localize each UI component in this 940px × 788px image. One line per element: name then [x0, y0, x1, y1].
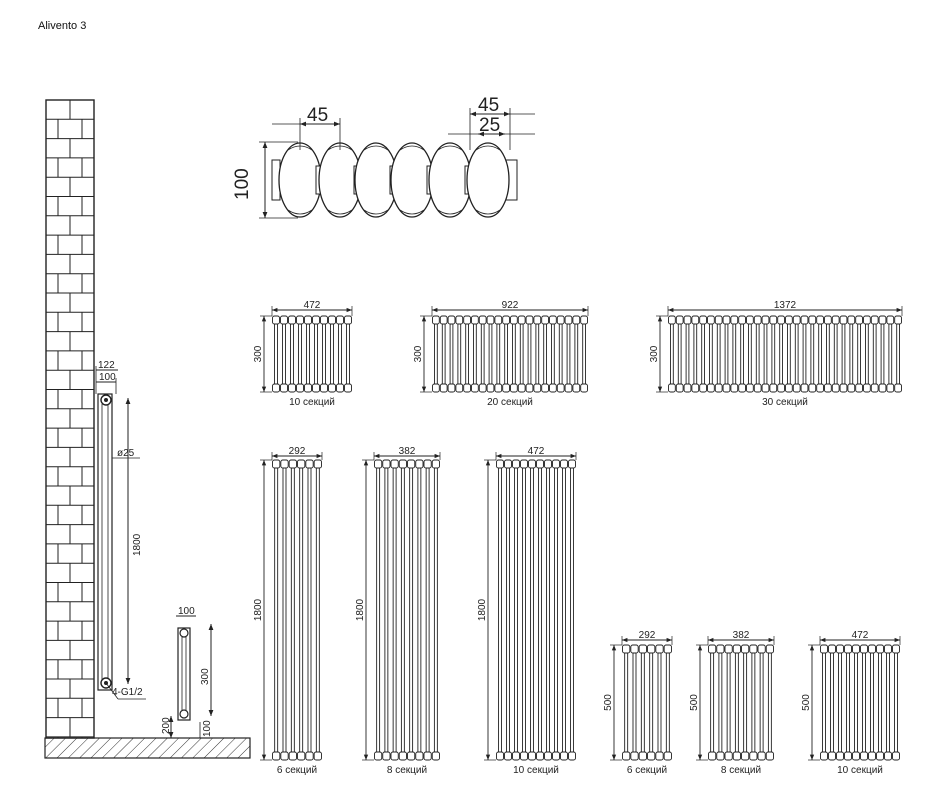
radiator-front-5: 382 1800 8 секций	[355, 446, 441, 776]
radiator-width-label: 292	[289, 446, 306, 457]
brick-wall	[45, 99, 95, 739]
radiator-front-3: 1372 300 30 секций	[649, 300, 903, 408]
section-width-2: 45	[478, 95, 499, 116]
radiator-height-label: 1800	[253, 598, 264, 621]
side-view-small: 100 300 200 100	[161, 606, 214, 738]
radiator-caption: 10 секций	[513, 765, 559, 776]
small-bottom: 100	[202, 720, 213, 737]
radiator-caption: 10 секций	[289, 397, 335, 408]
radiator-front-8: 382 500 8 секций	[689, 630, 775, 776]
section-width-1: 45	[307, 105, 328, 126]
radiator-height-label: 300	[413, 345, 424, 362]
radiator-width-label: 382	[399, 446, 416, 457]
radiator-caption: 8 секций	[721, 765, 761, 776]
radiator-height-label: 500	[689, 694, 700, 711]
radiator-height-label: 1800	[477, 598, 488, 621]
page-title: Alivento 3	[38, 20, 87, 32]
radiator-width-label: 292	[639, 630, 656, 641]
section-depth: 100	[232, 168, 253, 200]
side-height: 1800	[132, 533, 143, 556]
radiator-width-label: 472	[304, 300, 321, 311]
section-top-view: 45 45 25 100	[232, 95, 535, 219]
radiator-front-9: 472 500 10 секций	[801, 630, 901, 776]
radiator-caption: 30 секций	[762, 397, 808, 408]
radiator-caption: 6 секций	[627, 765, 667, 776]
radiator-height-label: 500	[801, 694, 812, 711]
radiator-width-label: 382	[733, 630, 750, 641]
radiator-front-2: 922 300 20 секций	[413, 300, 589, 408]
side-depth-total: 122	[98, 360, 115, 371]
floor-clearance: 200	[161, 717, 172, 734]
section-width-3: 25	[479, 115, 500, 136]
radiator-front-6: 472 1800 10 секций	[477, 446, 577, 776]
radiator-width-label: 472	[528, 446, 545, 457]
radiator-height-label: 1800	[355, 598, 366, 621]
small-depth: 100	[178, 606, 195, 617]
connection-thread: 4-G1/2	[112, 687, 143, 698]
tube-diameter: ø25	[117, 448, 135, 459]
radiator-front-1: 472 300 10 секций	[253, 300, 353, 408]
radiator-front-views: 472 300 10 секций 922 300 20 секций 1372 300 30 …	[253, 300, 903, 776]
radiator-height-label: 500	[603, 694, 614, 711]
radiator-caption: 8 секций	[387, 765, 427, 776]
radiator-caption: 10 секций	[837, 765, 883, 776]
radiator-width-label: 1372	[774, 300, 797, 311]
radiator-caption: 20 секций	[487, 397, 533, 408]
radiator-width-label: 472	[852, 630, 869, 641]
radiator-height-label: 300	[649, 345, 660, 362]
floor	[44, 737, 251, 759]
side-view-tall: 122 100 ø25 1800 4-G1/2	[95, 360, 146, 700]
radiator-front-4: 292 1800 6 секций	[253, 446, 323, 776]
radiator-height-label: 300	[253, 345, 264, 362]
radiator-caption: 6 секций	[277, 765, 317, 776]
side-depth-body: 100	[99, 372, 116, 383]
small-height: 300	[200, 668, 211, 685]
radiator-front-7: 292 500 6 секций	[603, 630, 673, 776]
radiator-width-label: 922	[502, 300, 519, 311]
